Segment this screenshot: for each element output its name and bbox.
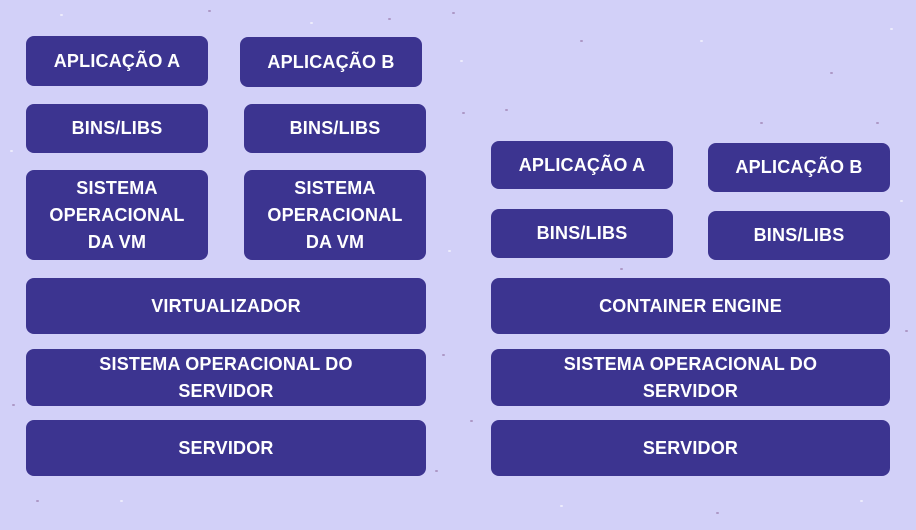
vm-bins-libs-b-label: BINS/LIBS xyxy=(289,118,381,138)
vm-application-b-label: APLICAÇÃO B xyxy=(267,51,395,72)
container-server-label: SERVIDOR xyxy=(642,437,739,458)
vm-application-a-label: APLICAÇÃO A xyxy=(53,50,181,71)
vm-server-block: SERVIDOR xyxy=(26,420,426,476)
container-bins-libs-a-block: BINS/LIBS xyxy=(491,209,673,258)
container-host-os-label: SISTEMA OPERACIONAL DO SERVIDOR xyxy=(564,351,817,405)
vm-server-label: SERVIDOR xyxy=(178,437,274,458)
container-server-block: SERVIDOR xyxy=(491,420,890,476)
vm-guest-os-b-label: SISTEMA OPERACIONAL DA VM xyxy=(267,175,402,256)
container-host-os-line-1: SISTEMA OPERACIONAL DO xyxy=(563,353,818,374)
vm-host-os-block: SISTEMA OPERACIONAL DO SERVIDOR xyxy=(26,349,426,406)
container-application-b-label: APLICAÇÃO B xyxy=(735,157,863,177)
container-engine-label: CONTAINER ENGINE xyxy=(599,295,782,316)
container-application-a-block: APLICAÇÃO A xyxy=(491,141,673,189)
container-application-a-label: APLICAÇÃO A xyxy=(518,154,646,175)
vm-guest-os-a-line-2: OPERACIONAL xyxy=(49,204,185,225)
virtualizer-label: VIRTUALIZADOR xyxy=(151,295,301,316)
vm-guest-os-a-line-3: DA VM xyxy=(87,231,147,252)
vm-guest-os-a-label: SISTEMA OPERACIONAL DA VM xyxy=(49,175,184,256)
container-engine-block: CONTAINER ENGINE xyxy=(491,278,890,334)
vm-host-os-line-1: SISTEMA OPERACIONAL DO xyxy=(99,353,353,374)
container-bins-libs-a-label: BINS/LIBS xyxy=(536,223,628,243)
container-bins-libs-b-block: BINS/LIBS xyxy=(708,211,890,260)
vm-guest-os-a-line-1: SISTEMA xyxy=(76,177,158,198)
container-host-os-line-2: SERVIDOR xyxy=(642,380,739,401)
vm-host-os-label: SISTEMA OPERACIONAL DO SERVIDOR xyxy=(99,351,352,405)
virtualizer-block: VIRTUALIZADOR xyxy=(26,278,426,334)
vm-host-os-line-2: SERVIDOR xyxy=(178,380,274,401)
vm-guest-os-b-block: SISTEMA OPERACIONAL DA VM xyxy=(244,170,426,260)
container-bins-libs-b-label: BINS/LIBS xyxy=(753,225,845,245)
container-host-os-block: SISTEMA OPERACIONAL DO SERVIDOR xyxy=(491,349,890,406)
vm-application-b-block: APLICAÇÃO B xyxy=(240,37,422,87)
container-application-b-block: APLICAÇÃO B xyxy=(708,143,890,192)
vm-bins-libs-b-block: BINS/LIBS xyxy=(244,104,426,153)
vm-bins-libs-a-block: BINS/LIBS xyxy=(26,104,208,153)
vm-guest-os-a-block: SISTEMA OPERACIONAL DA VM xyxy=(26,170,208,260)
vm-application-a-block: APLICAÇÃO A xyxy=(26,36,208,86)
vm-bins-libs-a-label: BINS/LIBS xyxy=(71,118,163,138)
vm-guest-os-b-line-1: SISTEMA xyxy=(294,177,376,198)
vm-guest-os-b-line-3: DA VM xyxy=(305,231,365,252)
vm-guest-os-b-line-2: OPERACIONAL xyxy=(267,204,403,225)
